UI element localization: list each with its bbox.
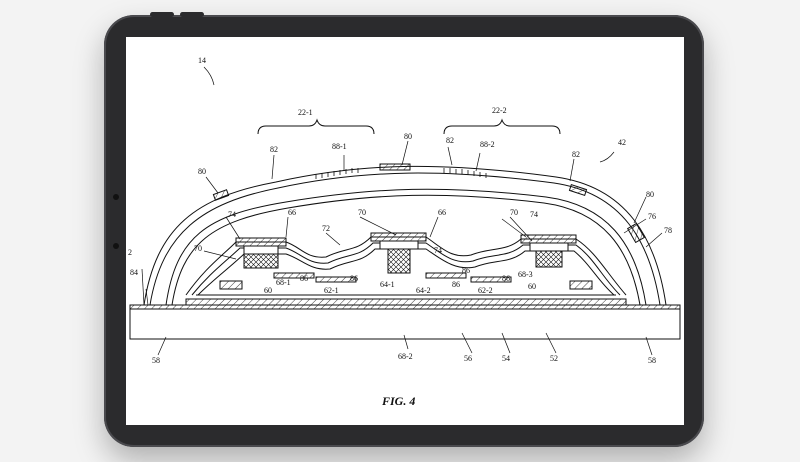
label-68-1: 68-1 bbox=[276, 278, 291, 287]
label-82: 82 bbox=[446, 136, 454, 145]
label-70: 70 bbox=[358, 208, 366, 217]
label-86: 86 bbox=[350, 274, 358, 283]
reference-labels: 14 22-1 22-2 42 80 80 80 82 82 82 88-1 8… bbox=[128, 56, 672, 365]
label-60: 60 bbox=[528, 282, 536, 291]
label-88-1: 88-1 bbox=[332, 142, 347, 151]
patent-figure-screen: 14 22-1 22-2 42 80 80 80 82 82 82 88-1 8… bbox=[126, 37, 684, 425]
camera-dot bbox=[113, 243, 119, 249]
label-86: 86 bbox=[502, 274, 510, 283]
volume-button bbox=[180, 12, 204, 17]
label-82: 82 bbox=[572, 150, 580, 159]
label-80: 80 bbox=[404, 132, 412, 141]
label-2: 2 bbox=[128, 248, 132, 257]
label-80: 80 bbox=[646, 190, 654, 199]
camera-dot bbox=[113, 194, 119, 200]
label-74: 74 bbox=[228, 210, 236, 219]
brackets bbox=[257, 118, 561, 135]
label-22-2: 22-2 bbox=[492, 106, 507, 115]
label-64-2: 64-2 bbox=[416, 286, 431, 295]
label-78: 78 bbox=[664, 226, 672, 235]
label-74: 74 bbox=[530, 210, 538, 219]
encapsulation-dome bbox=[143, 163, 667, 306]
substrate bbox=[129, 294, 681, 340]
label-76: 76 bbox=[648, 212, 656, 221]
leader-lines bbox=[141, 66, 663, 356]
volume-button bbox=[150, 12, 174, 17]
label-62-1: 62-1 bbox=[324, 286, 339, 295]
label-84: 84 bbox=[130, 268, 138, 277]
label-70: 70 bbox=[510, 208, 518, 217]
label-56: 56 bbox=[464, 354, 472, 363]
label-68-3: 68-3 bbox=[518, 270, 533, 279]
label-88-2: 88-2 bbox=[480, 140, 495, 149]
label-68-2: 68-2 bbox=[398, 352, 413, 361]
label-22-1: 22-1 bbox=[298, 108, 313, 117]
label-86: 86 bbox=[452, 280, 460, 289]
label-66: 66 bbox=[438, 208, 446, 217]
label-74: 74 bbox=[434, 246, 442, 255]
label-54: 54 bbox=[502, 354, 510, 363]
label-42: 42 bbox=[618, 138, 626, 147]
figure-caption: FIG. 4 bbox=[381, 394, 415, 408]
label-14: 14 bbox=[198, 56, 206, 65]
label-52: 52 bbox=[550, 354, 558, 363]
label-58: 58 bbox=[648, 356, 656, 365]
label-70: 70 bbox=[194, 244, 202, 253]
label-86: 86 bbox=[300, 274, 308, 283]
pixel-stacks bbox=[219, 232, 593, 290]
label-82: 82 bbox=[270, 145, 278, 154]
label-86: 86 bbox=[462, 266, 470, 275]
label-64-1: 64-1 bbox=[380, 280, 395, 289]
label-66: 66 bbox=[288, 208, 296, 217]
patent-diagram: 14 22-1 22-2 42 80 80 80 82 82 82 88-1 8… bbox=[128, 56, 681, 408]
label-60: 60 bbox=[264, 286, 272, 295]
label-72: 72 bbox=[322, 224, 330, 233]
label-62-2: 62-2 bbox=[478, 286, 493, 295]
label-58: 58 bbox=[152, 356, 160, 365]
label-80: 80 bbox=[198, 167, 206, 176]
